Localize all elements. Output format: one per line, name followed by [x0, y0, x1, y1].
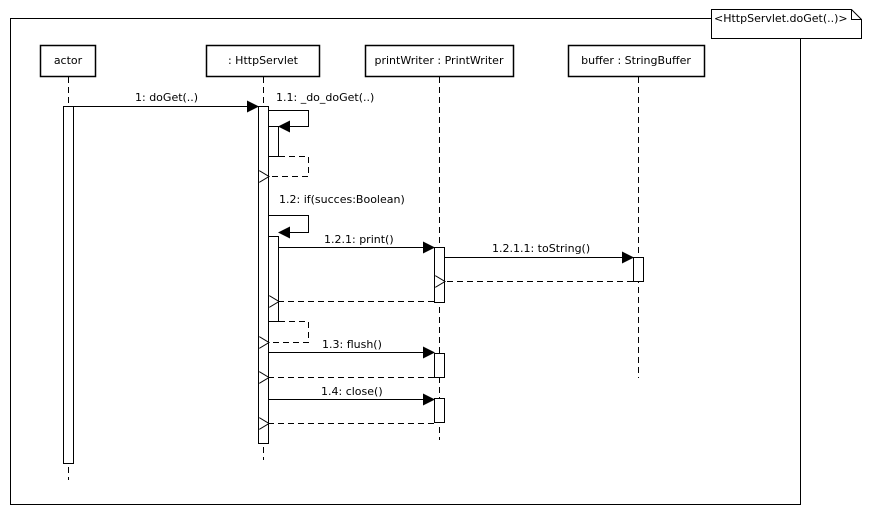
- message-arrow-if-succes: [269, 215, 309, 239]
- lifeline-label-buffer: buffer : StringBuffer: [581, 54, 691, 67]
- frame-label-text: <HttpServlet.doGet(..)>: [714, 12, 848, 25]
- activation-actor: [63, 106, 74, 464]
- message-label-close: 1.4: close(): [321, 385, 383, 398]
- activation-httpservlet: [258, 106, 269, 444]
- activation-httpservlet-nested-2: [268, 236, 279, 322]
- activation-printwriter-1: [434, 247, 445, 303]
- activation-printwriter-3: [434, 398, 445, 423]
- message-label-if-succes: 1.2: if(succes:Boolean): [279, 193, 405, 206]
- lifeline-label-httpservlet: : HttpServlet: [228, 54, 299, 67]
- return-arrow-if-succes: [269, 321, 309, 343]
- diagram-frame: [10, 18, 801, 505]
- message-label-print: 1.2.1: print(): [324, 233, 394, 246]
- lifeline-head-httpservlet[interactable]: : HttpServlet: [205, 44, 321, 78]
- lifeline-head-printwriter[interactable]: printWriter : PrintWriter: [364, 44, 515, 78]
- message-label-tostring: 1.2.1.1: toString(): [492, 242, 590, 255]
- message-label-do-doget: 1.1: _do_doGet(..): [276, 91, 374, 104]
- return-arrow-do-doget: [269, 156, 309, 177]
- lifeline-head-actor[interactable]: actor: [39, 44, 97, 78]
- activation-printwriter-2: [434, 353, 445, 378]
- activation-buffer: [633, 257, 644, 282]
- message-label-dogett: 1: doGet(..): [135, 91, 198, 104]
- lifeline-label-printwriter: printWriter : PrintWriter: [375, 54, 504, 67]
- lifeline-label-actor: actor: [54, 54, 83, 67]
- message-label-flush: 1.3: flush(): [322, 338, 382, 351]
- activation-httpservlet-nested-1: [268, 126, 279, 157]
- lifeline-head-buffer[interactable]: buffer : StringBuffer: [567, 44, 706, 78]
- frame-label-note: <HttpServlet.doGet(..)>: [711, 9, 862, 39]
- message-arrow-do-doget: [269, 110, 309, 133]
